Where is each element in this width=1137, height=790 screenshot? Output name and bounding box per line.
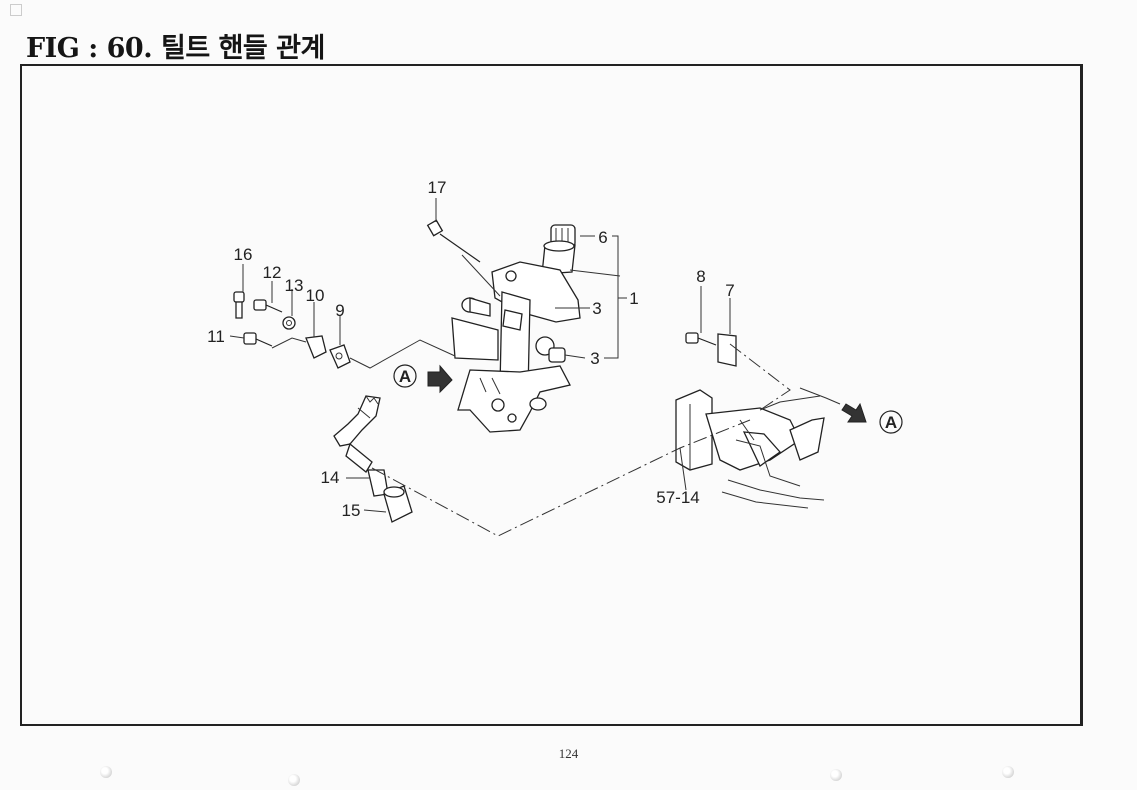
bolt-12	[253, 281, 283, 313]
callout-3-upper: 3	[592, 299, 601, 318]
nut-13	[282, 289, 296, 330]
callout-3-lower: 3	[590, 349, 599, 368]
view-marker-right: A	[841, 402, 903, 434]
plate-9	[329, 316, 351, 369]
callout-57-14: 57-14	[656, 488, 699, 507]
callout-11: 11	[207, 327, 225, 346]
pedal-frame	[675, 389, 825, 509]
callout-16: 16	[234, 245, 253, 264]
binder-hole	[1002, 766, 1014, 778]
diagram-frame	[20, 64, 1083, 726]
cable-17	[426, 198, 501, 297]
view-marker-left: A	[393, 364, 453, 394]
callout-7: 7	[725, 281, 734, 300]
callout-8: 8	[696, 267, 705, 286]
bolt-11	[229, 332, 307, 349]
bracket-7	[717, 298, 737, 367]
scan-corner-mark	[10, 4, 22, 16]
binder-hole	[288, 774, 300, 786]
leader-lines	[349, 235, 841, 537]
tilt-column-assembly	[451, 224, 581, 433]
view-marker-right-label: A	[885, 413, 897, 432]
binder-hole	[830, 769, 842, 781]
callout-6: 6	[598, 228, 607, 247]
clip-10	[305, 302, 327, 359]
bolt-16	[233, 264, 245, 319]
callout-1: 1	[629, 289, 638, 308]
callout-10: 10	[306, 286, 325, 305]
page-number: 124	[558, 746, 579, 761]
binder-hole	[100, 766, 112, 778]
callout-15: 15	[342, 501, 361, 520]
bolt-8	[685, 286, 717, 346]
callout-17: 17	[428, 178, 447, 197]
grip-15	[363, 485, 413, 523]
callout-13: 13	[285, 276, 304, 295]
callout-9: 9	[335, 301, 344, 320]
lever-14	[333, 395, 389, 497]
callout-12: 12	[263, 263, 282, 282]
view-marker-left-label: A	[399, 367, 411, 386]
callout-14: 14	[321, 468, 340, 487]
callout-labels: 17 6 1 3 3 16 12 13 10 9 11 14 15 8 7 57…	[207, 178, 735, 520]
figure-title: FIG : 60. 틸트 핸들 관계	[26, 33, 325, 64]
